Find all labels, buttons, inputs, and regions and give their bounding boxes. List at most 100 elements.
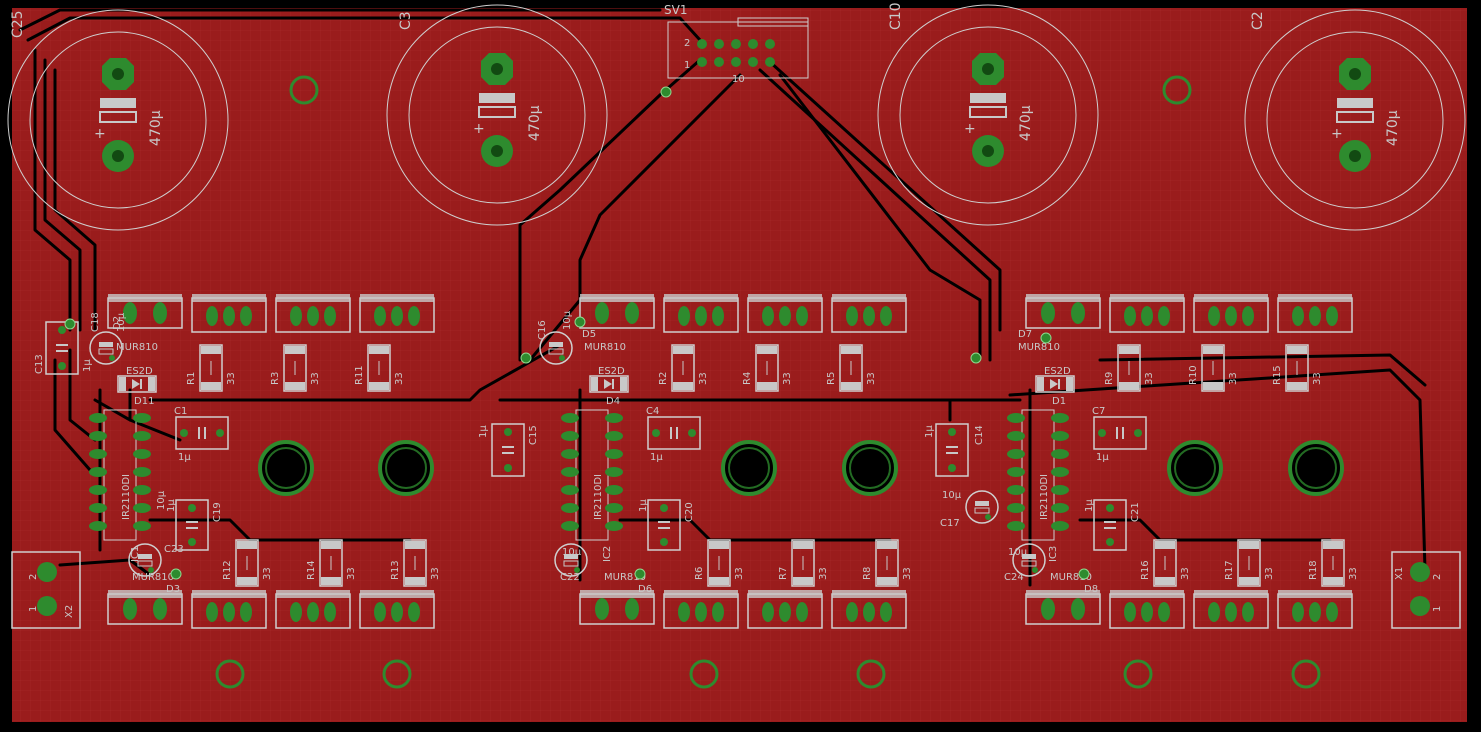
resistor-outline	[755, 344, 779, 392]
footprint-pin	[206, 602, 218, 622]
cap-pad-hole	[112, 150, 124, 162]
trace	[1098, 353, 1427, 387]
resistor-r11	[367, 344, 391, 392]
footprint-pin	[1292, 306, 1304, 326]
resistor-outline	[839, 344, 863, 392]
elcap-value: 10µ	[156, 490, 167, 510]
ic-name: IC3	[1048, 546, 1059, 562]
ic-pin	[133, 413, 151, 423]
footprint-pin	[223, 306, 235, 326]
resistor-r3	[283, 344, 307, 392]
mounting-hole	[215, 659, 245, 689]
footprint-pin	[324, 602, 336, 622]
capacitor-value: 1µ	[638, 499, 649, 512]
footprint-tab	[360, 294, 434, 302]
ic-pin	[605, 521, 623, 531]
capacitor-c19	[175, 499, 209, 551]
ic-pin	[561, 521, 579, 531]
mounting-hole	[382, 659, 412, 689]
resistor-value: 33	[866, 372, 877, 385]
footprint-tab	[108, 294, 182, 302]
cap-pad-hole	[491, 63, 503, 75]
footprint-pin	[1141, 306, 1153, 326]
trace	[528, 73, 742, 362]
electrolytic-capacitor-c3	[386, 4, 608, 226]
mosfet-footprint	[1277, 294, 1353, 333]
diode-type: MUR810	[1018, 342, 1060, 353]
ic-pin	[605, 413, 623, 423]
resistor-pad	[1239, 577, 1259, 585]
footprint-pin	[863, 602, 875, 622]
cap-pad-hole	[1349, 150, 1361, 162]
cap-polarity-mark: +	[964, 121, 976, 137]
resistor-pad	[1119, 382, 1139, 390]
capacitor-name: C1	[174, 406, 187, 417]
elcap-outline	[965, 490, 999, 524]
trace	[43, 58, 82, 332]
elcap-value: 10µ	[1008, 547, 1028, 558]
ic-pin	[1007, 503, 1025, 513]
footprint-pin	[123, 302, 137, 324]
footprint-pin	[1309, 602, 1321, 622]
resistor-value: 33	[902, 567, 913, 580]
ic-pin	[1051, 521, 1069, 531]
header-pin	[748, 57, 758, 67]
resistor-name: R11	[354, 365, 365, 385]
diode-symbol	[1050, 379, 1058, 389]
resistor-r9	[1117, 344, 1141, 392]
elcap-mark	[99, 342, 113, 347]
cap-body-mark	[99, 111, 137, 123]
resistor-pad	[709, 541, 729, 549]
footprint-pin	[880, 602, 892, 622]
footprint-pin	[695, 306, 707, 326]
elcap-mark	[1021, 560, 1037, 567]
diode-footprint-d7	[1025, 294, 1101, 329]
cap-outline-inner	[29, 31, 207, 209]
heatsink-hole-ring	[728, 447, 770, 489]
elcap-mark	[974, 507, 990, 514]
footprint-tab	[1194, 294, 1268, 302]
diode-name: D6	[638, 584, 652, 595]
resistor-r15	[1285, 344, 1309, 392]
diode-name: D4	[606, 396, 620, 407]
capacitor-c20	[647, 499, 681, 551]
diode-d11	[117, 375, 157, 393]
capacitor-c1	[175, 416, 229, 450]
footprint-tab	[1026, 294, 1100, 302]
ic-pin	[561, 485, 579, 495]
resistor-name: R12	[222, 560, 233, 580]
ic-ic1	[89, 409, 151, 541]
footprint-tab	[664, 294, 738, 302]
ic-pin	[89, 503, 107, 513]
resistor-value: 33	[818, 567, 829, 580]
footprint-pin	[1208, 602, 1220, 622]
cap-name: C25	[10, 10, 26, 38]
capacitor-pad	[1106, 504, 1114, 512]
capacitor-pad	[58, 362, 66, 370]
diode-pad	[1037, 377, 1044, 391]
ic-pin	[561, 431, 579, 441]
cap-outline-inner	[899, 26, 1077, 204]
mounting-hole	[689, 659, 719, 689]
diode-type: MUR810	[1050, 572, 1092, 583]
footprint-pin	[206, 306, 218, 326]
diode-outline	[1035, 375, 1075, 393]
trace	[1008, 368, 1427, 572]
ic-pin	[89, 431, 107, 441]
resistor-pad	[237, 541, 257, 549]
ic-pin	[605, 467, 623, 477]
cap-outline-outer	[1244, 9, 1466, 231]
ic-ic2	[561, 409, 623, 541]
resistor-name: R14	[306, 560, 317, 580]
footprint-pin	[712, 306, 724, 326]
capacitor-value: 1µ	[478, 425, 489, 438]
ic-pin	[1051, 449, 1069, 459]
resistor-outline	[791, 539, 815, 587]
footprint-tab	[748, 590, 822, 598]
capacitor-outline	[647, 499, 681, 551]
diode-outline	[117, 375, 157, 393]
resistor-pad	[877, 577, 897, 585]
footprint-pin	[625, 598, 639, 620]
capacitor-name: C15	[528, 425, 539, 445]
elcap-mark	[548, 348, 564, 355]
